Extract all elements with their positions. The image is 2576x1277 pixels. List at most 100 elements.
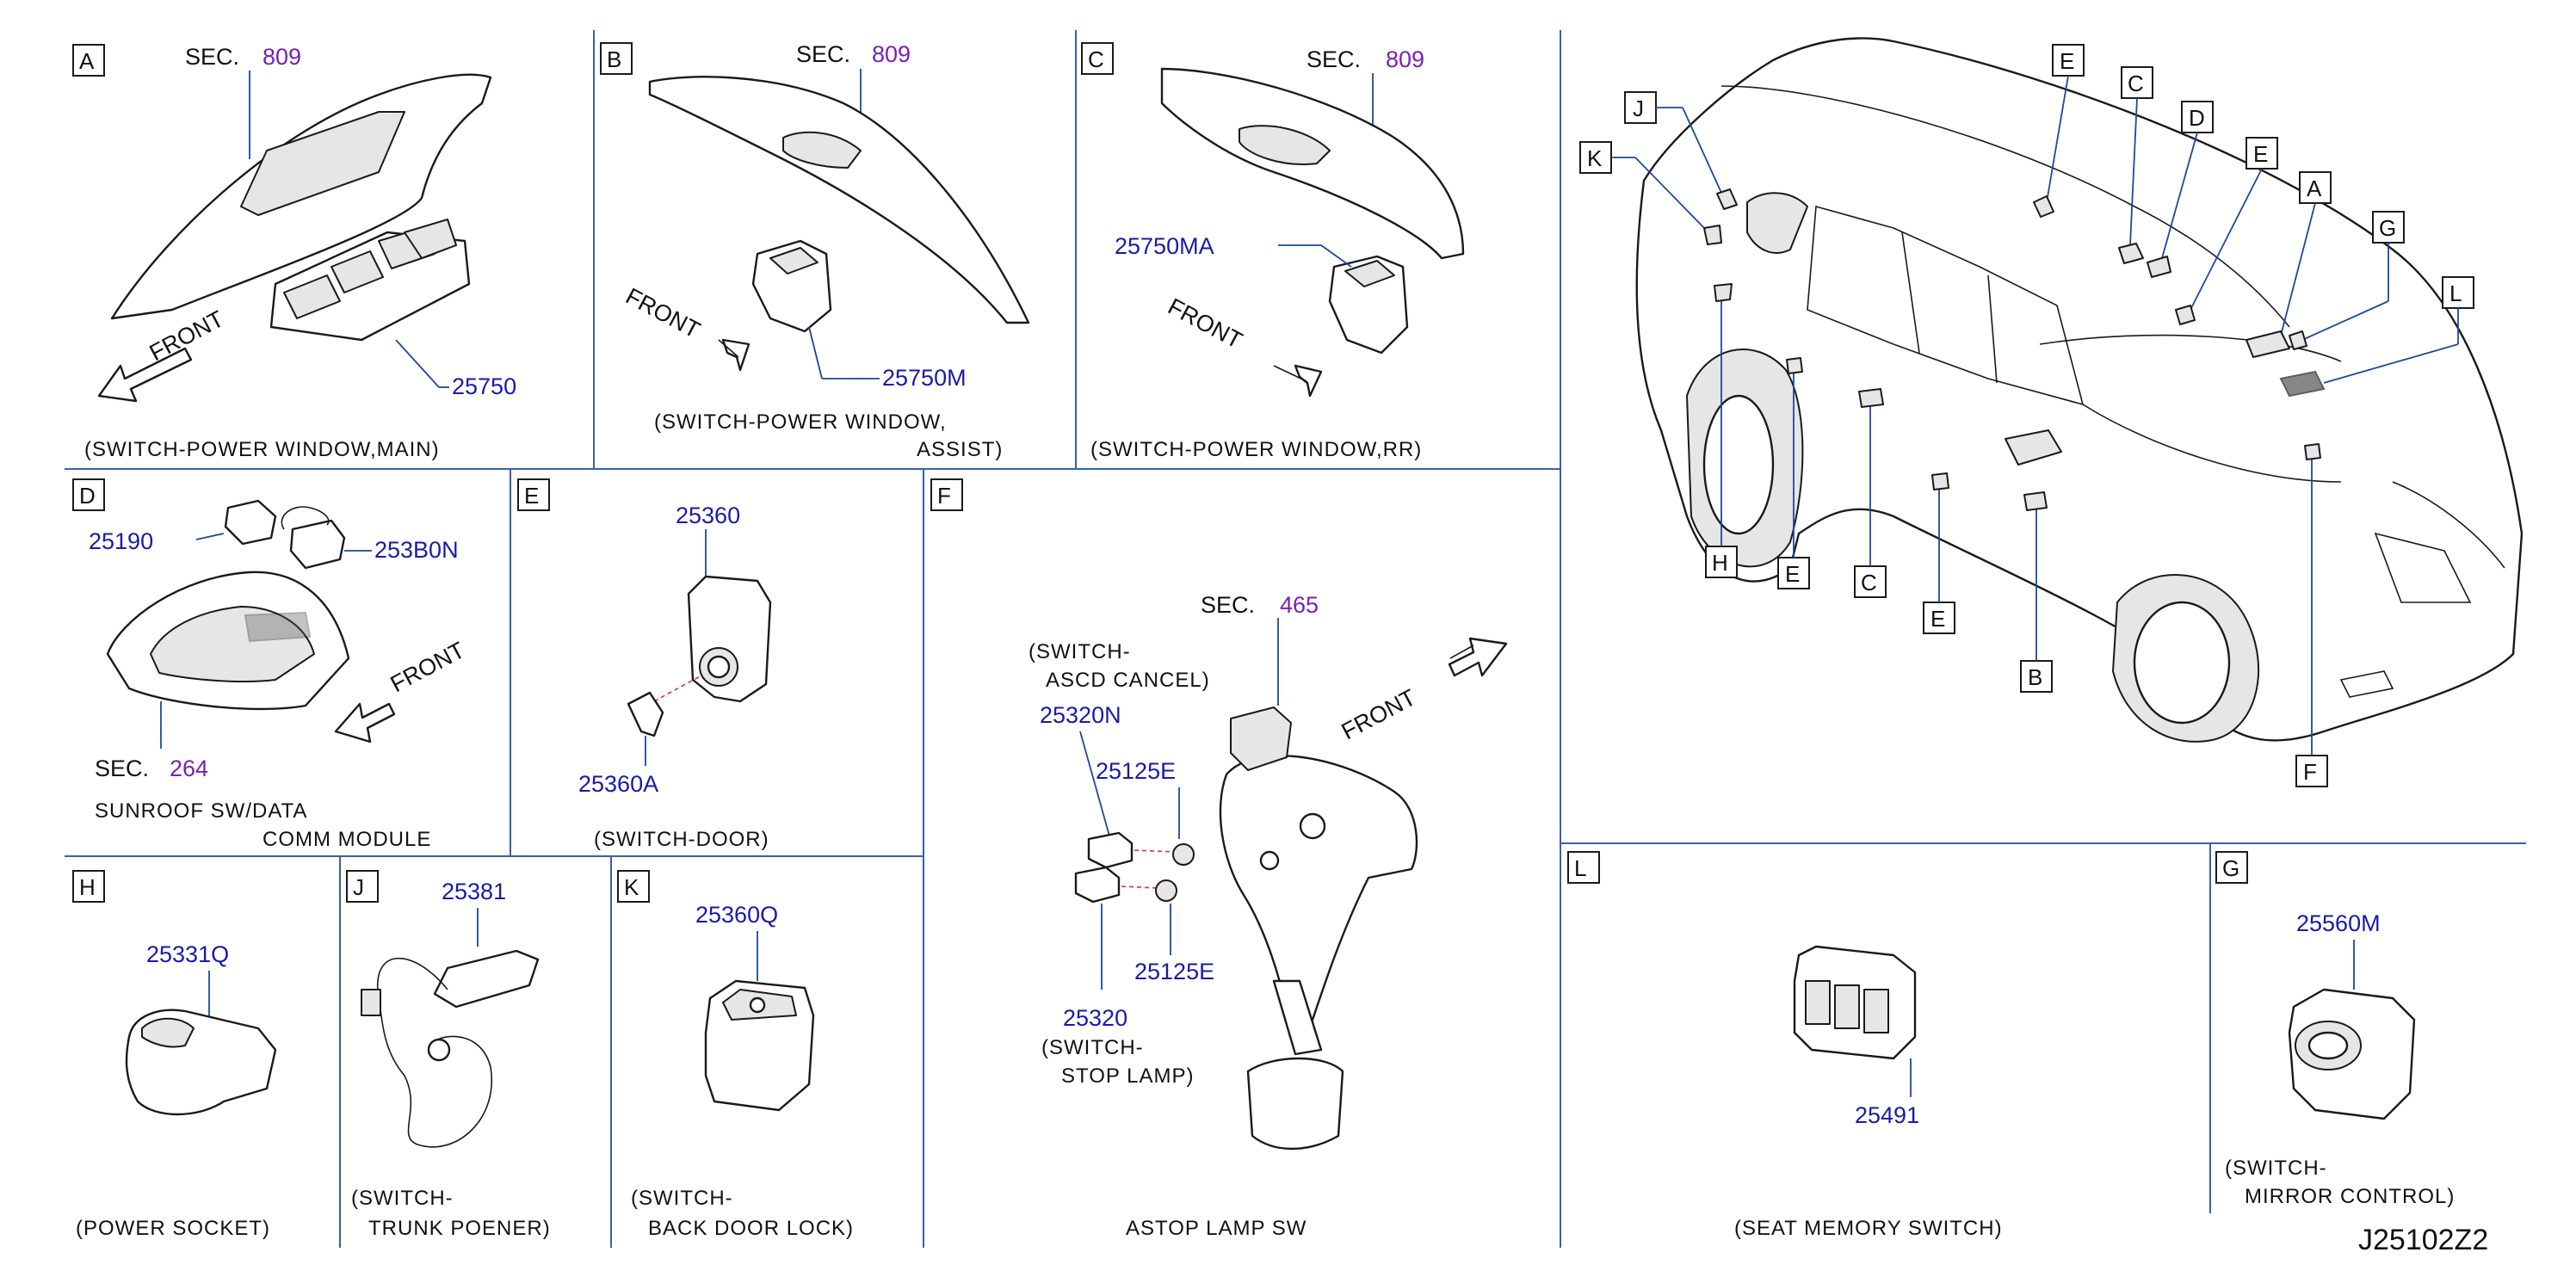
svg-text:C: C: [2128, 71, 2144, 96]
svg-text:J: J: [1633, 96, 1644, 121]
lock-nut-icon: [1155, 879, 1177, 902]
sec-label: SEC.: [1307, 46, 1361, 72]
section-h: H 25331Q (POWER SOCKET): [72, 870, 277, 1240]
callout-f: F: [2295, 443, 2328, 787]
note-stop-line1: (SWITCH-: [1041, 1036, 1144, 1059]
section-j: J 25381 (SWITCH- TRUNK POENER): [346, 870, 550, 1240]
sec-number: 809: [1386, 46, 1424, 72]
svg-text:E: E: [1930, 606, 1945, 632]
section-caption-line1: (SWITCH-POWER WINDOW,: [654, 410, 947, 434]
pedal-pad: [1246, 1057, 1344, 1151]
part-number: 25491: [1855, 1102, 1919, 1128]
section-letter-box: [930, 478, 963, 511]
section-caption-line1: (SWITCH-: [631, 1187, 733, 1210]
rear-window-switch: [1328, 255, 1409, 355]
note-ascd-line1: (SWITCH-: [1029, 640, 1131, 663]
part-number: 25360: [676, 503, 740, 528]
vehicle-overview: J K E C D E: [1579, 37, 2523, 787]
section-caption: (SEAT MEMORY SWITCH): [1734, 1217, 2003, 1240]
connector-icon: [361, 989, 381, 1016]
part-number: 25320N: [1040, 702, 1121, 728]
sec-label: SEC.: [1201, 592, 1255, 618]
ascd-cancel-switch: [1087, 831, 1134, 869]
switch-opening: [240, 111, 405, 216]
door-switch-screw: [627, 691, 664, 737]
svg-text:E: E: [2060, 48, 2074, 74]
section-letter: G: [2222, 855, 2239, 881]
part-number: 25750MA: [1115, 233, 1214, 259]
section-letter: H: [79, 874, 96, 900]
part-number: 25360A: [578, 771, 658, 797]
panel-dividers: [65, 30, 2526, 1248]
window-trim-panel: [648, 76, 1030, 324]
svg-text:B: B: [2028, 664, 2042, 690]
callout-e-low: E: [1923, 472, 1955, 634]
switch-opening: [1239, 125, 1331, 165]
callout-g: G: [2289, 211, 2405, 350]
front-arrow-icon: [97, 347, 193, 403]
part-number: 25381: [442, 879, 506, 904]
callout-b: B: [2020, 491, 2053, 693]
sec-label: SEC.: [185, 44, 239, 70]
note-ascd-line2: ASCD CANCEL): [1046, 669, 1210, 692]
section-letter: J: [353, 874, 364, 900]
part-number: 25360Q: [695, 902, 778, 928]
sec-number: 465: [1280, 592, 1319, 618]
section-letter: E: [524, 483, 539, 509]
callout-k: K: [1579, 141, 1722, 245]
callout-c-left: C: [1854, 388, 1887, 598]
section-g: G 25560M (SWITCH- MIRROR CONTROL): [2215, 851, 2454, 1208]
note-stop-line2: STOP LAMP): [1061, 1064, 1195, 1088]
callout-a: A: [2246, 171, 2332, 358]
callout-d: D: [2147, 101, 2214, 278]
section-letter-box: [600, 42, 633, 75]
part-number: 25331Q: [146, 941, 229, 967]
section-letter-box: [72, 478, 105, 511]
front-label: FRONT: [1164, 293, 1246, 354]
switch-opening: [782, 131, 862, 169]
svg-text:H: H: [1712, 550, 1728, 576]
callout-e-top: E: [2033, 44, 2085, 218]
svg-text:L: L: [2449, 281, 2462, 306]
front-arrow-icon: [334, 702, 396, 743]
section-letter: B: [607, 46, 621, 72]
part-number: 25190: [89, 528, 153, 554]
part-number: 25320: [1063, 1005, 1127, 1031]
callout-l: L: [2279, 276, 2474, 398]
callout-e-left: E: [1777, 357, 1810, 589]
svg-text:K: K: [1587, 145, 1603, 171]
section-k: K 25360Q (SWITCH- BACK DOOR LOCK): [617, 870, 854, 1240]
svg-text:E: E: [1785, 561, 1800, 587]
callout-e-mid: E: [2175, 137, 2278, 325]
svg-text:A: A: [2307, 176, 2322, 201]
svg-text:D: D: [2189, 105, 2205, 131]
front-arrow-icon: [1294, 364, 1323, 398]
section-letter-box: [72, 870, 105, 903]
section-caption-line2: BACK DOOR LOCK): [648, 1217, 854, 1240]
section-letter-box: [346, 870, 379, 903]
section-letter: F: [937, 483, 951, 509]
front-label: FRONT: [621, 283, 704, 343]
sunroof-switch: [224, 499, 277, 546]
section-letter: D: [79, 483, 96, 509]
section-caption: (SWITCH-DOOR): [594, 828, 769, 851]
section-letter-box: [2215, 851, 2248, 884]
section-letter-box: [617, 870, 650, 903]
section-e: E 25360 25360A (SWITCH-DOOR): [517, 478, 772, 851]
section-letter: K: [624, 874, 639, 900]
section-c: C SEC. 809 25750MA FRONT (SWITCH-POWER W…: [1081, 42, 1465, 461]
section-caption-line2: COMM MODULE: [263, 828, 431, 851]
section-caption: ASTOP LAMP SW: [1126, 1217, 1307, 1240]
callout-j: J: [1624, 91, 1738, 210]
section-letter-box: [1081, 42, 1114, 75]
section-letter: C: [1088, 46, 1104, 72]
part-number: 25750: [452, 373, 516, 399]
section-a: A SEC. 809 FRONT 25750 (SWITCH-POWER WIN…: [72, 44, 516, 461]
section-letter: L: [1574, 855, 1586, 881]
section-caption-line1: (SWITCH-: [2225, 1157, 2327, 1180]
svg-text:F: F: [2303, 759, 2317, 785]
data-comm-module: [289, 519, 346, 570]
sec-label: SEC.: [95, 756, 149, 781]
part-number: 25750M: [882, 365, 967, 391]
